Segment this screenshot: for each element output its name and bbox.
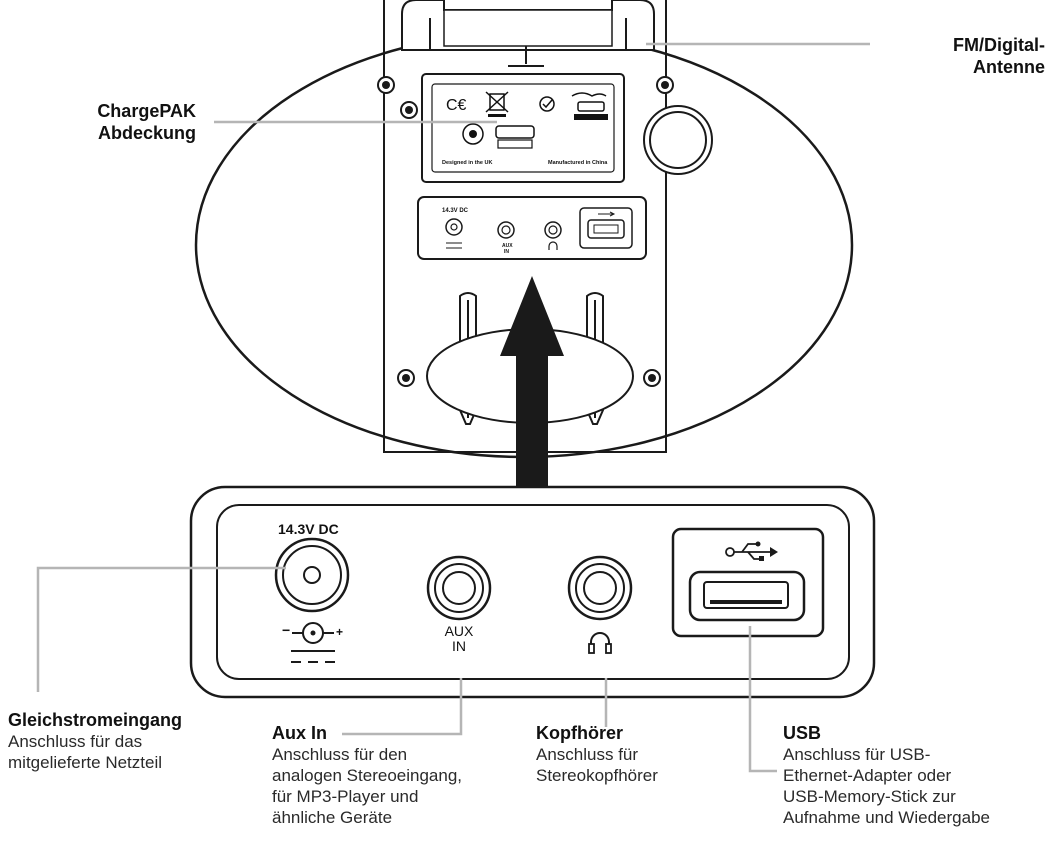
enlarged-connector-panel: − + 14.3V DC AUX IN — [189, 485, 876, 699]
chargepak-cover-plate: C€ Designed in the UK Manu — [421, 73, 625, 183]
usb-callout: USB Anschluss für USB- Ethernet-Adapter … — [783, 722, 1045, 828]
weee-bin-icon — [485, 91, 509, 117]
dc-rating-text: 14.3V DC — [278, 521, 339, 537]
certification-check-icon — [539, 96, 555, 112]
headphones-title: Kopfhörer — [536, 723, 623, 743]
chargepak-label: ChargePAK Abdeckung — [97, 101, 196, 143]
usb-port — [671, 527, 825, 638]
usb-icon — [725, 541, 778, 561]
polarity-minus: − — [282, 622, 290, 638]
small-dc-rating: 14.3V DC — [442, 208, 469, 214]
small-aux-line1: AUX — [502, 243, 513, 249]
polarity-symbol-icon — [291, 622, 335, 663]
plate-manufactured-text: Manufactured in China — [548, 160, 608, 166]
dc-jack — [274, 537, 350, 613]
aux-label-line2: IN — [452, 638, 466, 654]
aux-in-callout: Aux In Anschluss für den analogen Stereo… — [272, 722, 517, 828]
leader-aux — [342, 678, 463, 736]
leader-dc — [36, 566, 286, 692]
round-emblem-icon — [462, 123, 484, 145]
antenna-label: FM/Digital- Antenne — [953, 35, 1045, 77]
aux-label-line1: AUX — [445, 623, 474, 639]
usb-title: USB — [783, 723, 822, 743]
plate-designed-text: Designed in the UK — [442, 160, 492, 166]
headphone-icon — [588, 632, 612, 654]
leader-usb — [748, 626, 777, 773]
screw-bottom-left — [397, 369, 415, 387]
leader-lines — [36, 42, 870, 773]
small-connector-panel: 14.3V DC AUX IN — [417, 196, 647, 260]
dc-input-title: Gleichstromeingang — [8, 710, 183, 730]
round-knob — [643, 105, 713, 175]
aux-in-title: Aux In — [272, 723, 328, 743]
dc-input-callout: Gleichstromeingang Anschluss für das mit… — [8, 709, 243, 773]
chargepak-badge-icon — [495, 125, 535, 149]
headphone-jack — [567, 555, 633, 621]
aux-jack — [426, 555, 492, 621]
zoom-arrow — [500, 276, 564, 488]
screw-top-right — [656, 76, 674, 94]
brand-logo-icon — [571, 92, 608, 120]
screw-mid-left — [400, 101, 418, 119]
ce-mark-icon: C€ — [446, 97, 467, 114]
small-aux-line2: IN — [504, 249, 509, 255]
screw-bottom-right — [643, 369, 661, 387]
screw-top-left — [377, 76, 395, 94]
antenna — [401, 0, 655, 67]
polarity-plus: + — [336, 625, 343, 639]
headphones-callout: Kopfhörer Anschluss für Stereokopfhörer — [536, 722, 716, 786]
